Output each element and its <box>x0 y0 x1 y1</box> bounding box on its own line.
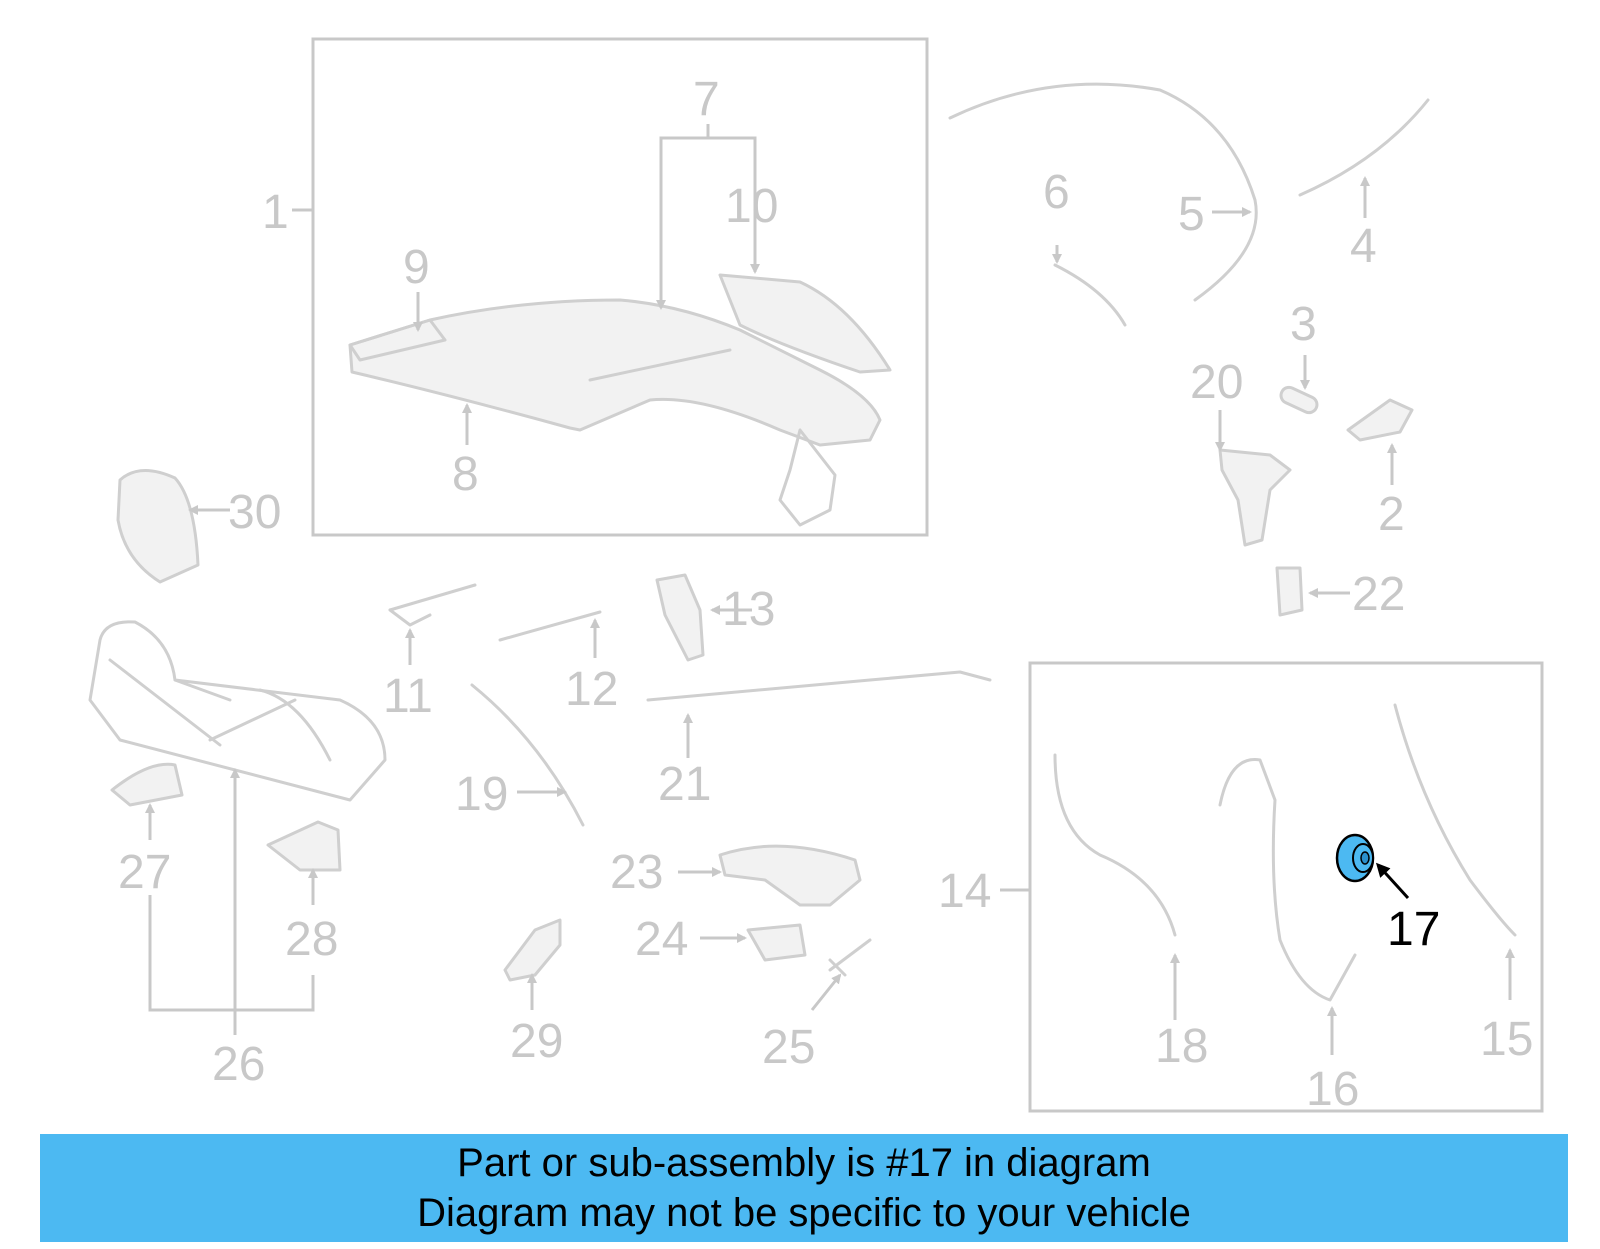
cable-part-21 <box>646 670 992 702</box>
callout-26: 26 <box>212 1038 265 1091</box>
pin-part-3 <box>1279 385 1319 415</box>
callout-14: 14 <box>938 865 991 918</box>
leader-lines <box>145 124 1515 1055</box>
weatherstrip-5-part <box>948 82 1258 302</box>
cable-part-12 <box>498 610 602 642</box>
callout-20: 20 <box>1190 356 1243 409</box>
callout-24: 24 <box>635 913 688 966</box>
trim-part-19 <box>470 683 585 827</box>
screw-part-25 <box>828 938 872 977</box>
callout-8: 8 <box>452 448 479 501</box>
trim-part-15 <box>1393 703 1517 937</box>
banner-line-2: Diagram may not be specific to your vehi… <box>417 1191 1191 1235</box>
highlight-leader-17 <box>1375 862 1410 900</box>
weatherstrip-6-part <box>1053 263 1127 327</box>
callout-17: 17 <box>1387 903 1440 956</box>
callout-16: 16 <box>1306 1063 1359 1116</box>
soft-top-part <box>348 298 882 527</box>
callout-18: 18 <box>1155 1020 1208 1073</box>
callout-29: 29 <box>510 1015 563 1068</box>
callout-13: 13 <box>722 583 775 636</box>
bracket-part-29 <box>503 918 562 982</box>
assembly-box-1 <box>311 37 929 537</box>
callout-15: 15 <box>1480 1013 1533 1066</box>
callout-21: 21 <box>658 758 711 811</box>
callout-4: 4 <box>1350 220 1377 273</box>
harness-part-16 <box>1218 758 1357 1002</box>
weatherstrip-4-part <box>1298 98 1430 197</box>
callout-1: 1 <box>262 186 289 239</box>
callout-3: 3 <box>1290 298 1317 351</box>
callout-25: 25 <box>762 1021 815 1074</box>
callout-28: 28 <box>285 913 338 966</box>
hose-part-18 <box>1053 753 1177 937</box>
callout-5: 5 <box>1178 188 1205 241</box>
callout-30: 30 <box>228 486 281 539</box>
callout-10: 10 <box>725 180 778 233</box>
pad-part-27 <box>110 762 184 807</box>
callout-19: 19 <box>455 768 508 821</box>
callout-22: 22 <box>1352 568 1405 621</box>
rod-part-11 <box>388 583 477 627</box>
assembly-box-14 <box>1028 661 1544 1113</box>
callout-12: 12 <box>565 663 618 716</box>
callout-9: 9 <box>403 241 430 294</box>
block-part-28 <box>266 820 342 872</box>
highlighted-part-17[interactable] <box>1335 833 1375 883</box>
callout-23: 23 <box>610 846 663 899</box>
latch-part-20 <box>1218 448 1292 547</box>
callout-2: 2 <box>1378 488 1405 541</box>
callout-27: 27 <box>118 846 171 899</box>
bracket-part-2 <box>1346 398 1414 442</box>
banner-line-1: Part or sub-assembly is #17 in diagram <box>457 1141 1151 1185</box>
frame-part-26 <box>88 620 387 802</box>
callout-11: 11 <box>383 670 433 723</box>
pad-part-30 <box>116 469 200 584</box>
callout-6: 6 <box>1043 166 1070 219</box>
bracket-part-13 <box>655 573 705 662</box>
rear-window-part <box>718 273 892 374</box>
info-banner: Part or sub-assembly is #17 in diagram D… <box>40 1134 1568 1242</box>
block-part-24 <box>746 923 807 962</box>
cover-part-23 <box>718 844 862 907</box>
clip-part-22 <box>1275 566 1304 617</box>
callout-7: 7 <box>693 73 720 126</box>
